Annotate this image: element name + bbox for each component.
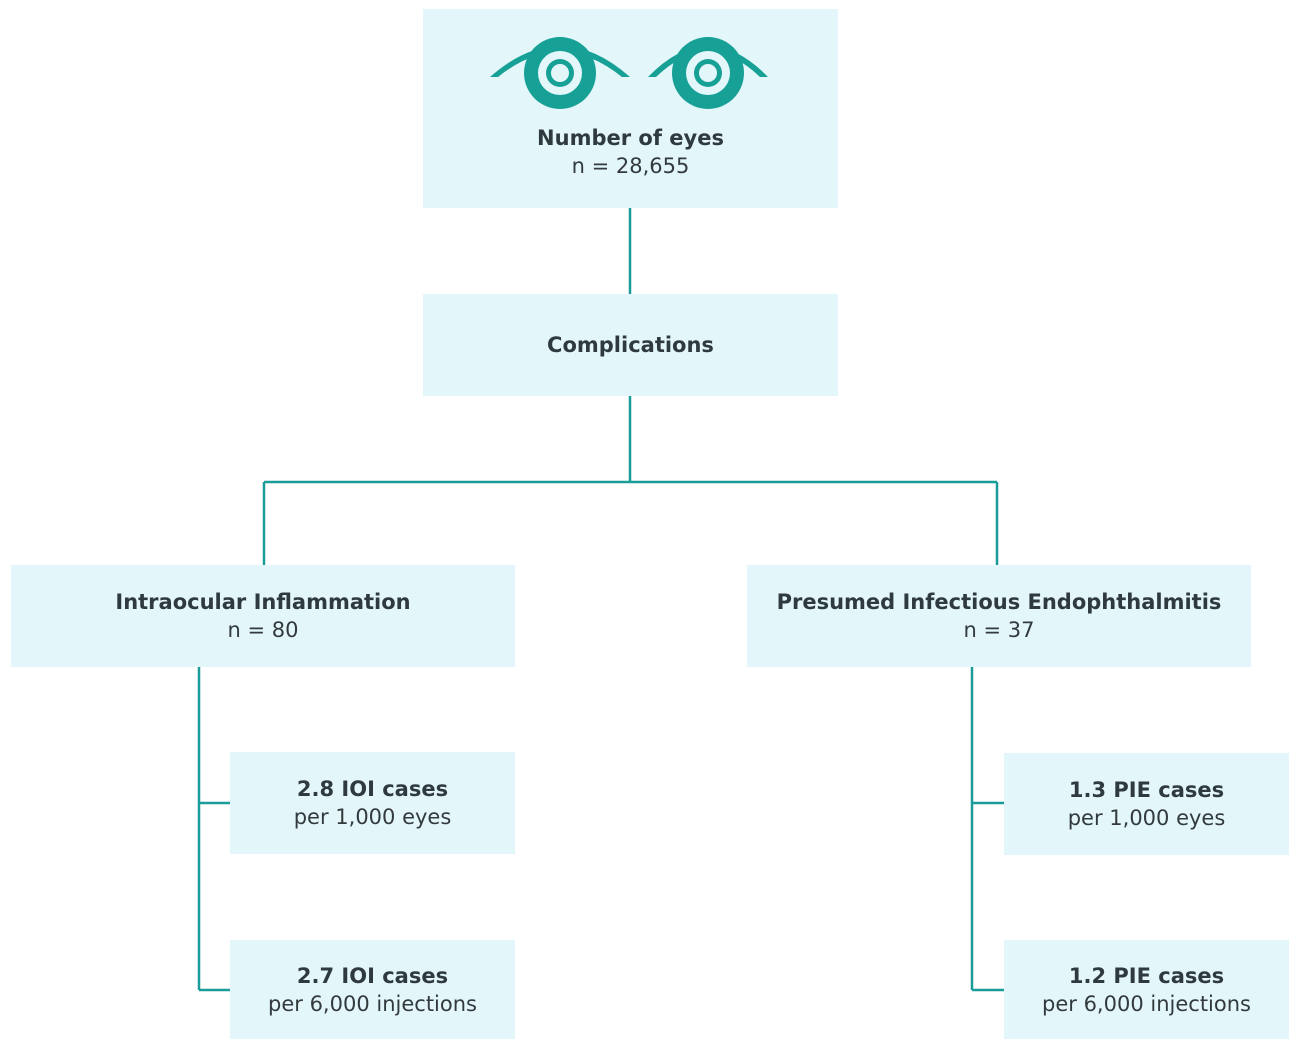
ioi-rate-per-eyes-box: 2.8 IOI cases per 1,000 eyes — [230, 752, 515, 854]
left-eye-icon — [490, 37, 630, 109]
presumed-infectious-endophthalmitis-title: Presumed Infectious Endophthalmitis — [776, 590, 1222, 614]
ioi-rate-per-eyes-sub: per 1,000 eyes — [293, 805, 452, 829]
ioi-rate-per-injections-box: 2.7 IOI cases per 6,000 injections — [230, 940, 515, 1039]
complications-title: Complications — [547, 333, 714, 357]
ioi-rate-per-injections-sub: per 6,000 injections — [268, 991, 477, 1016]
number-of-eyes-title: Number of eyes — [537, 126, 724, 150]
ioi-rate-per-eyes-title: 2.8 IOI cases — [296, 777, 449, 801]
eyes-icon — [490, 37, 768, 109]
pie-rate-per-eyes-box: 1.3 PIE cases per 1,000 eyes — [1004, 753, 1289, 855]
intraocular-inflammation-value: n = 80 — [227, 618, 299, 642]
right-eye-icon — [648, 37, 768, 109]
number-of-eyes-value: n = 28,655 — [571, 154, 690, 178]
ioi-rate-per-injections-title: 2.7 IOI cases — [296, 963, 449, 988]
pie-rate-per-injections-box: 1.2 PIE cases per 6,000 injections — [1004, 940, 1289, 1039]
pie-rate-per-injections-title: 1.2 PIE cases — [1068, 963, 1225, 988]
pie-rate-per-injections-sub: per 6,000 injections — [1042, 991, 1251, 1016]
number-of-eyes-box: Number of eyes n = 28,655 — [423, 9, 838, 208]
pie-rate-per-eyes-sub: per 1,000 eyes — [1067, 806, 1226, 830]
pie-rate-per-eyes-title: 1.3 PIE cases — [1068, 778, 1225, 802]
complications-box: Complications — [423, 294, 838, 396]
presumed-infectious-endophthalmitis-value: n = 37 — [963, 618, 1035, 642]
presumed-infectious-endophthalmitis-box: Presumed Infectious Endophthalmitis n = … — [747, 565, 1251, 667]
intraocular-inflammation-title: Intraocular Inflammation — [115, 590, 411, 614]
intraocular-inflammation-box: Intraocular Inflammation n = 80 — [11, 565, 515, 667]
